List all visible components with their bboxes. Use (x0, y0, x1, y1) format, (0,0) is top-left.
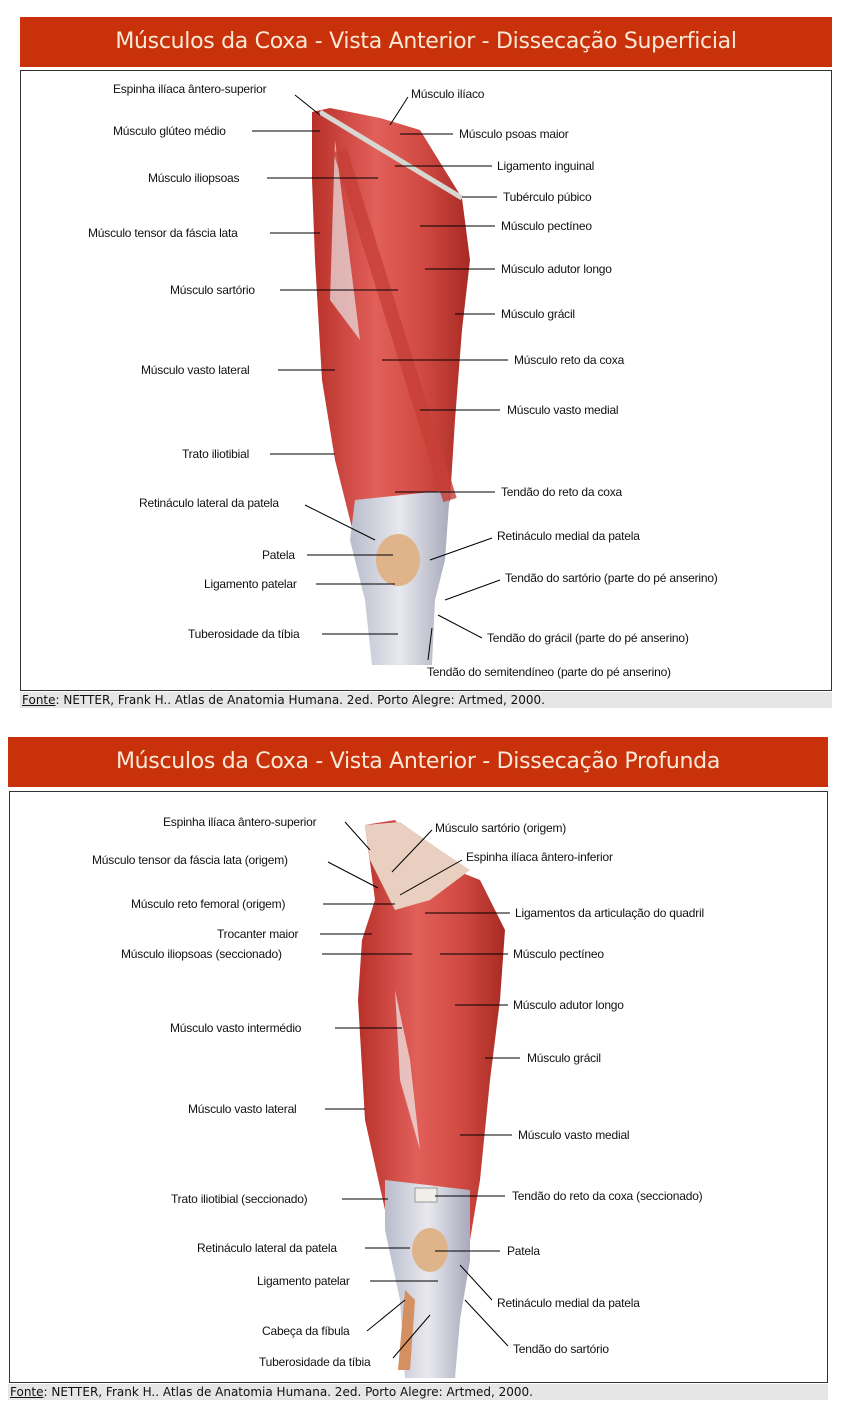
label: Músculo sartório (origem) (435, 821, 567, 835)
label: Tendão do sartório (513, 1342, 609, 1356)
label: Ligamento inguinal (497, 159, 595, 173)
label: Músculo tensor da fáscia lata (88, 226, 238, 240)
label: Músculo vasto intermédio (170, 1021, 302, 1035)
label: Músculo ilíaco (411, 87, 485, 101)
source-footer: Fonte: NETTER, Frank H.. Atlas de Anatom… (8, 1384, 828, 1400)
label: Músculo glúteo médio (113, 124, 226, 138)
label: Trato iliotibial (seccionado) (171, 1192, 308, 1206)
label: Músculo adutor longo (513, 998, 624, 1012)
label: Músculo reto femoral (origem) (131, 897, 286, 911)
label: Tendão do semitendíneo (parte do pé anse… (427, 665, 671, 679)
label: Espinha ilíaca ântero-superior (113, 82, 267, 96)
label: Tuberosidade da tíbia (259, 1355, 371, 1369)
label: Espinha ilíaca ântero-inferior (466, 850, 613, 864)
label: Músculo vasto medial (507, 403, 619, 417)
label: Retináculo lateral da patela (197, 1241, 337, 1255)
label: Músculo psoas maior (459, 127, 569, 141)
panel-title-superficial: Músculos da Coxa - Vista Anterior - Diss… (20, 17, 832, 67)
label: Trato iliotibial (182, 447, 250, 461)
label: Músculo vasto lateral (141, 363, 250, 377)
label: Músculo pectíneo (513, 947, 604, 961)
label: Patela (262, 548, 295, 562)
label: Músculo iliopsoas (seccionado) (121, 947, 282, 961)
label: Tendão do reto da coxa (seccionado) (512, 1189, 703, 1203)
source-footer: Fonte: NETTER, Frank H.. Atlas de Anatom… (20, 692, 832, 708)
label: Músculo vasto lateral (188, 1102, 297, 1116)
source-label: Fonte (22, 693, 56, 707)
source-label: Fonte (10, 1385, 44, 1399)
label: Tuberosidade da tíbia (188, 627, 300, 641)
label: Trocanter maior (217, 927, 299, 941)
label: Músculo adutor longo (501, 262, 612, 276)
label: Músculo vasto medial (518, 1128, 630, 1142)
label: Retináculo medial da patela (497, 529, 640, 543)
label: Ligamentos da articulação do quadril (515, 906, 704, 920)
leader-lines (252, 94, 520, 1359)
label: Músculo grácil (501, 307, 575, 321)
thigh-superficial (312, 108, 470, 665)
label: Músculo reto da coxa (514, 353, 625, 367)
label: Músculo grácil (527, 1051, 601, 1065)
source-text: : NETTER, Frank H.. Atlas de Anatomia Hu… (43, 1385, 533, 1399)
thigh-deep (358, 820, 505, 1378)
panel-title-profunda: Músculos da Coxa - Vista Anterior - Diss… (8, 737, 828, 787)
label: Ligamento patelar (257, 1274, 350, 1288)
source-text: : NETTER, Frank H.. Atlas de Anatomia Hu… (55, 693, 545, 707)
label: Retináculo medial da patela (497, 1296, 640, 1310)
label: Músculo sartório (170, 283, 255, 297)
label: Tendão do grácil (parte do pé anserino) (487, 631, 689, 645)
label: Patela (507, 1244, 540, 1258)
label: Tendão do reto da coxa (501, 485, 623, 499)
label: Tubérculo púbico (503, 190, 592, 204)
label: Cabeça da fíbula (262, 1324, 350, 1338)
label: Retináculo lateral da patela (139, 496, 279, 510)
label: Músculo pectíneo (501, 219, 592, 233)
label: Músculo iliopsoas (148, 171, 240, 185)
label: Ligamento patelar (204, 577, 297, 591)
label: Espinha ilíaca ântero-superior (163, 815, 317, 829)
label: Tendão do sartório (parte do pé anserino… (505, 571, 718, 585)
label: Músculo tensor da fáscia lata (origem) (92, 853, 288, 867)
